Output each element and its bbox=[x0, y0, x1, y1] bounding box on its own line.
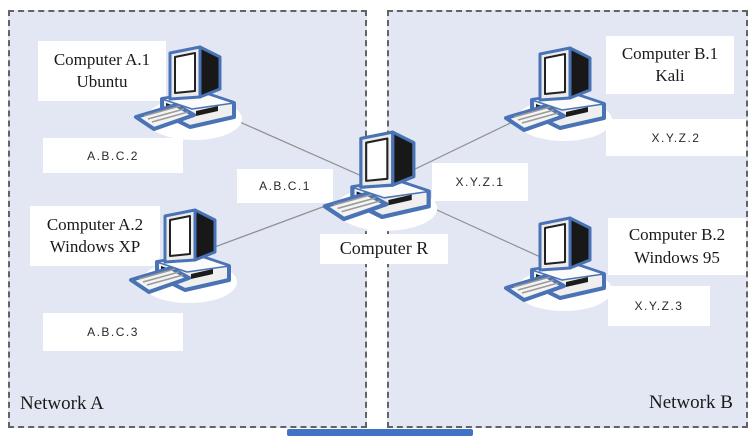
computer-b1-os: Kali bbox=[655, 66, 685, 85]
label-computer-a1: Computer A.1 Ubuntu bbox=[38, 41, 166, 101]
computer-b1-icon bbox=[504, 46, 614, 143]
router-name: Computer R bbox=[339, 238, 429, 259]
label-ip-a1: A.B.C.2 bbox=[43, 138, 183, 173]
computer-b2-ip: X.Y.Z.3 bbox=[634, 299, 684, 313]
label-ip-a2: A.B.C.3 bbox=[43, 313, 183, 351]
label-router: Computer R bbox=[320, 234, 448, 264]
label-router-ip-a: A.B.C.1 bbox=[237, 169, 333, 203]
label-computer-b1: Computer B.1 Kali bbox=[606, 36, 734, 94]
computer-a2-icon bbox=[129, 208, 239, 305]
router-ip-b: X.Y.Z.1 bbox=[455, 175, 505, 189]
network-b-caption: Network B bbox=[649, 392, 733, 413]
computer-a1-icon bbox=[134, 45, 244, 142]
computer-b2-os: Windows 95 bbox=[634, 247, 720, 267]
computer-b1-name: Computer B.1 bbox=[621, 43, 719, 63]
computer-a2-name: Computer A.2 bbox=[46, 214, 144, 234]
computer-b2-name: Computer B.2 bbox=[628, 225, 726, 245]
computer-a1-ip: A.B.C.2 bbox=[87, 148, 139, 163]
router-ip-a: A.B.C.1 bbox=[259, 179, 311, 193]
computer-b2-icon bbox=[504, 216, 614, 313]
network-a-caption: Network A bbox=[20, 393, 104, 414]
computer-a2-os: Windows XP bbox=[49, 237, 141, 256]
label-computer-a2: Computer A.2 Windows XP bbox=[30, 206, 160, 266]
computer-a1-name: Computer A.1 bbox=[53, 49, 151, 69]
computer-a1-os: Ubuntu bbox=[76, 72, 128, 91]
label-computer-b2: Computer B.2 Windows 95 bbox=[608, 218, 746, 275]
bottom-accent-bar bbox=[287, 429, 473, 436]
router-computer-icon bbox=[322, 130, 440, 236]
label-ip-b1: X.Y.Z.2 bbox=[606, 119, 746, 156]
computer-b1-ip: X.Y.Z.2 bbox=[651, 130, 701, 145]
label-router-ip-b: X.Y.Z.1 bbox=[432, 163, 528, 201]
label-ip-b2: X.Y.Z.3 bbox=[608, 286, 710, 326]
computer-a2-ip: A.B.C.3 bbox=[87, 325, 139, 339]
